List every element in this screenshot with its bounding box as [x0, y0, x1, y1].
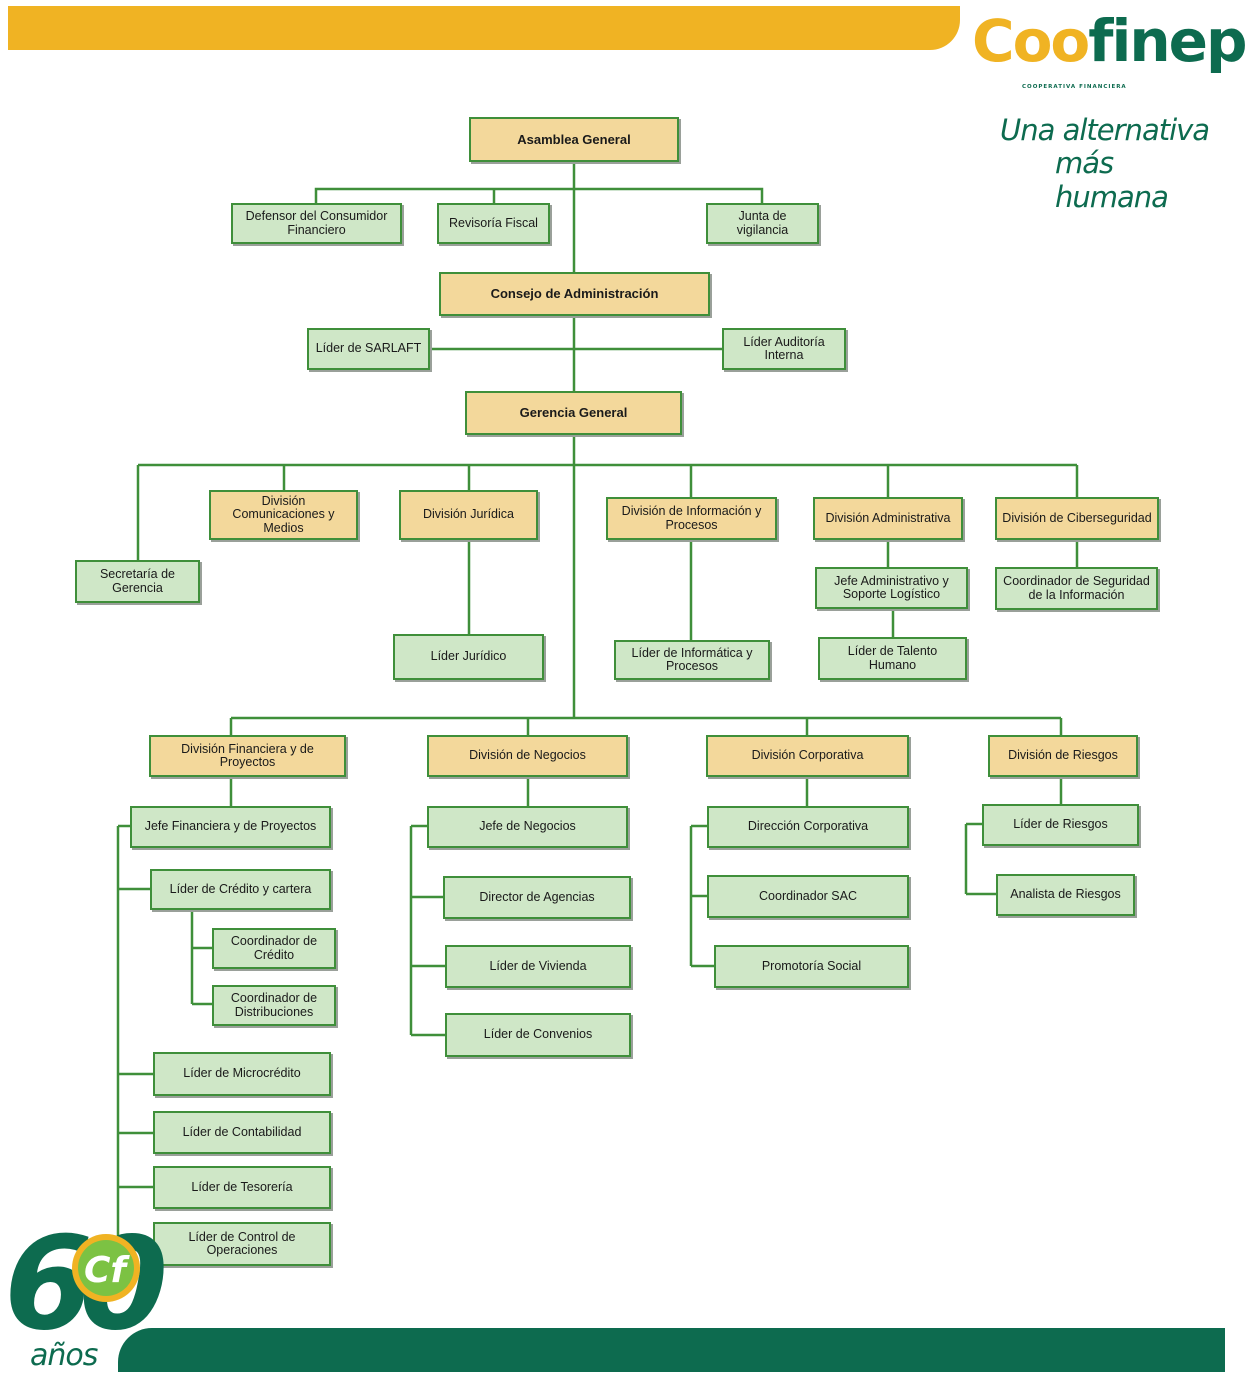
- logo-wordmark: Coofinep: [972, 7, 1246, 75]
- node-asamblea-general: Asamblea General: [469, 117, 679, 162]
- coofinep-logo: Coofinep COOPERATIVA FINANCIERA: [972, 7, 1246, 102]
- node-lider-credito: Líder de Crédito y cartera: [150, 869, 331, 910]
- node-lider-riesgos: Líder de Riesgos: [982, 804, 1139, 846]
- node-defensor: Defensor del Consumidor Financiero: [231, 203, 402, 244]
- node-div-administrativa: División Administrativa: [813, 497, 963, 540]
- node-div-financiera: División Financiera y de Proyectos: [149, 735, 346, 777]
- node-direccion-corporativa: Dirección Corporativa: [707, 806, 909, 848]
- node-coord-seguridad: Coordinador de Seguridad de la Informaci…: [995, 567, 1158, 610]
- node-jefe-administrativo: Jefe Administrativo y Soporte Logístico: [815, 567, 968, 609]
- node-lider-tesoreria: Líder de Tesorería: [153, 1166, 331, 1209]
- slogan-line-2: más humana: [1055, 146, 1169, 214]
- node-lider-informatica: Líder de Informática y Procesos: [614, 640, 770, 680]
- node-coordinador-sac: Coordinador SAC: [707, 875, 909, 918]
- node-lider-microcredito: Líder de Microcrédito: [153, 1052, 331, 1096]
- anniversary-mark: Cf: [84, 1250, 130, 1291]
- node-revisoria: Revisoría Fiscal: [437, 203, 550, 244]
- anniversary-60-badge: 60 Cf: [4, 1210, 178, 1359]
- node-div-informacion: División de Información y Procesos: [606, 497, 777, 540]
- node-gerencia: Gerencia General: [465, 391, 682, 435]
- node-jefe-financiera: Jefe Financiera y de Proyectos: [130, 806, 331, 848]
- anniversary-word: años: [30, 1338, 98, 1373]
- node-lider-vivienda: Líder de Vivienda: [445, 945, 631, 988]
- node-lider-convenios: Líder de Convenios: [445, 1013, 631, 1057]
- node-lider-contabilidad: Líder de Contabilidad: [153, 1111, 331, 1154]
- node-analista-riesgos: Analista de Riesgos: [996, 874, 1135, 916]
- node-lider-juridico: Líder Jurídico: [393, 634, 544, 680]
- node-lider-talento: Líder de Talento Humano: [818, 637, 967, 680]
- node-div-riesgos: División de Riesgos: [988, 735, 1138, 777]
- node-div-corporativa: División Corporativa: [706, 735, 909, 777]
- top-banner: [8, 6, 960, 50]
- node-coord-distribuciones: Coordinador de Distribuciones: [212, 985, 336, 1026]
- node-auditoria: Líder Auditoría Interna: [722, 328, 846, 370]
- node-div-ciberseguridad: División de Ciberseguridad: [995, 497, 1159, 540]
- node-lider-control: Líder de Control de Operaciones: [153, 1222, 331, 1266]
- node-div-juridica: División Jurídica: [399, 490, 538, 540]
- node-promotoria-social: Promotoría Social: [714, 945, 909, 988]
- slogan-line-1: Una alternativa: [1000, 113, 1210, 147]
- node-junta: Junta de vigilancia: [706, 203, 819, 244]
- node-sarlaft: Líder de SARLAFT: [307, 328, 430, 370]
- node-secretaria: Secretaría de Gerencia: [75, 560, 200, 603]
- node-consejo: Consejo de Administración: [439, 272, 710, 316]
- node-director-agencias: Director de Agencias: [443, 876, 631, 919]
- logo-subtitle: COOPERATIVA FINANCIERA: [1022, 84, 1127, 90]
- node-coord-credito: Coordinador de Crédito: [212, 928, 336, 969]
- bottom-banner: [118, 1328, 1225, 1372]
- node-div-comunicaciones: División Comunicaciones y Medios: [209, 490, 358, 540]
- node-jefe-negocios: Jefe de Negocios: [427, 806, 628, 848]
- node-div-negocios: División de Negocios: [427, 735, 628, 777]
